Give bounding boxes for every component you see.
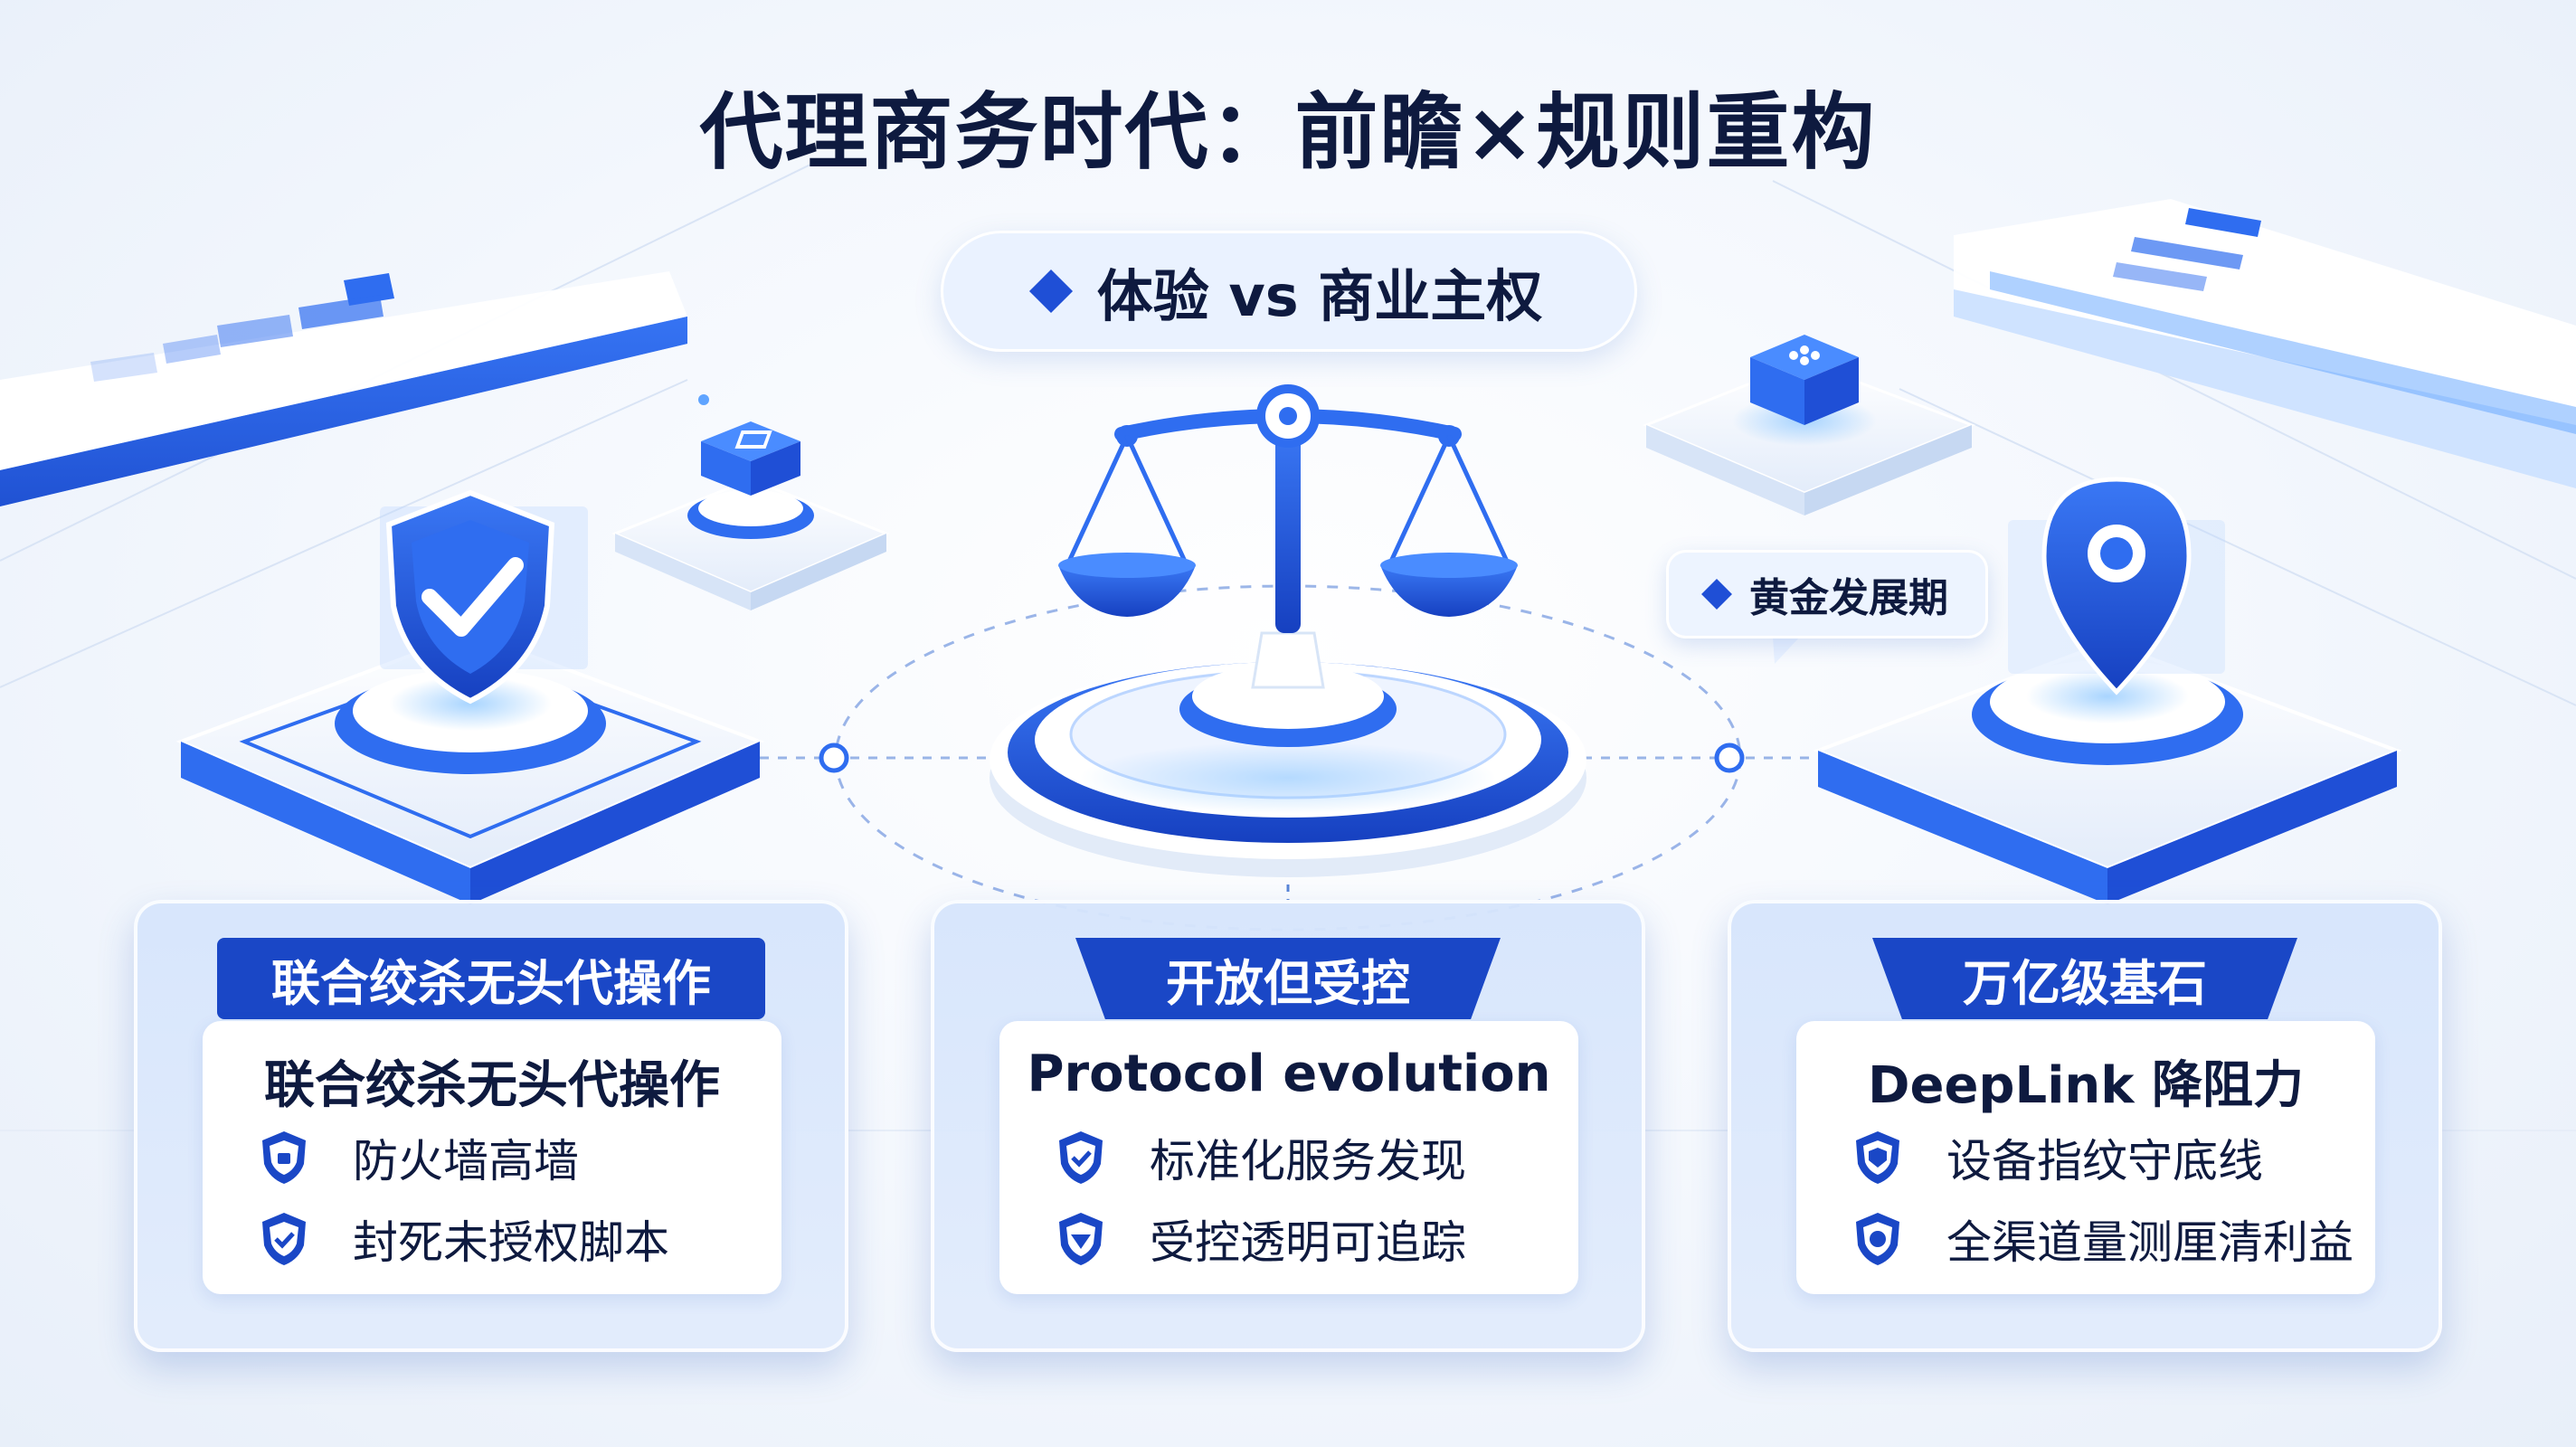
top-left-panel [0, 271, 687, 506]
card-subtitle: Protocol evolution [1027, 1045, 1551, 1103]
shield-check-icon [380, 489, 588, 705]
page-title: 代理商务时代：前瞻×规则重构 [699, 84, 1877, 181]
balance-scale-icon [1058, 384, 1518, 689]
shield-badge-icon [262, 1213, 306, 1265]
list-item: 设备指纹守底线 [1852, 1126, 2263, 1189]
card-subtitle: 联合绞杀无头代操作 [264, 1056, 720, 1115]
connector-node-right [1714, 742, 1745, 773]
shield-badge-icon [1059, 1131, 1103, 1184]
card-body: 联合绞杀无头代操作 防火墙高墙 封死未授权脚本 [203, 1021, 781, 1294]
shield-badge-icon [1856, 1213, 1899, 1265]
card-right: 万亿级基石 DeepLink 降阻力 设备指纹守底线 全渠道量测厘清利益 [1728, 900, 2442, 1352]
card-header: 开放但受控 [1075, 938, 1501, 1019]
card-header: 联合绞杀无头代操作 [217, 938, 765, 1019]
center-pill-label: 体验 vs 商业主权 [1096, 263, 1543, 329]
card-body: Protocol evolution 标准化服务发现 受控透明可追踪 [999, 1021, 1578, 1294]
golden-period-label: 黄金发展期 [1749, 575, 1948, 621]
card-body: DeepLink 降阻力 设备指纹守底线 全渠道量测厘清利益 [1796, 1021, 2375, 1294]
list-item: 封死未授权脚本 [259, 1207, 669, 1271]
diamond-icon [1028, 269, 1073, 314]
center-pill: 体验 vs 商业主权 [941, 231, 1637, 352]
shield-badge-icon [1059, 1213, 1103, 1265]
card-left: 联合绞杀无头代操作 联合绞杀无头代操作 防火墙高墙 封死未授权脚本 [134, 900, 848, 1352]
list-item: 受控透明可追踪 [1056, 1207, 1466, 1271]
location-pin-icon [2041, 477, 2192, 695]
golden-period-tag: 黄金发展期 [1666, 550, 1988, 638]
card-center: 开放但受控 Protocol evolution 标准化服务发现 受控透明可追踪 [931, 900, 1645, 1352]
list-item: 全渠道量测厘清利益 [1852, 1207, 2353, 1271]
card-header: 万亿级基石 [1872, 938, 2297, 1019]
connector-node-left [819, 742, 849, 773]
cube-icon-right [1643, 335, 1976, 515]
left-platform [175, 630, 765, 904]
cube-icon-left [611, 394, 890, 610]
list-item: 标准化服务发现 [1056, 1126, 1466, 1189]
diamond-icon [1701, 579, 1732, 610]
shield-badge-icon [1856, 1131, 1899, 1184]
list-item: 防火墙高墙 [259, 1126, 579, 1189]
shield-badge-icon [262, 1131, 306, 1184]
center-platform [990, 660, 1586, 877]
card-subtitle: DeepLink 降阻力 [1867, 1056, 2304, 1115]
top-right-panel [1954, 199, 2576, 488]
tag-pointer [1773, 637, 1800, 664]
